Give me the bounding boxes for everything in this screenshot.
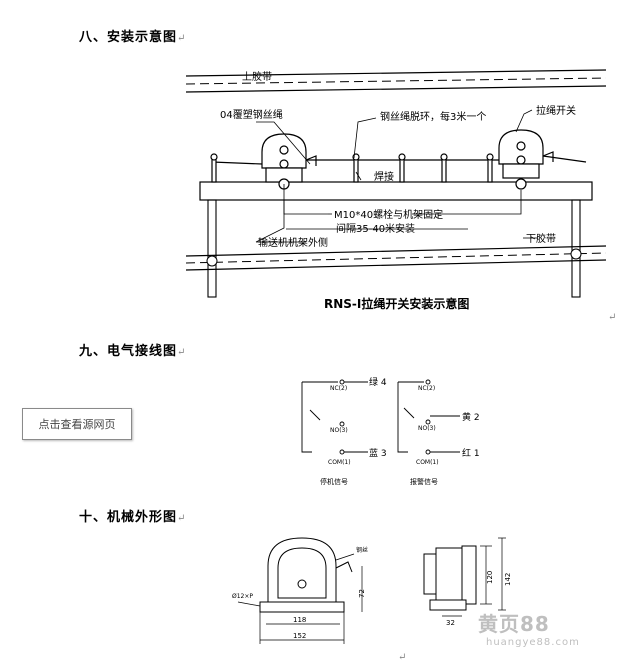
front-view-dimensions: [237, 553, 363, 644]
mechanical-outline-drawing: 钢丝 Ø12×P 72 118 152 120 142 32: [232, 537, 512, 644]
frame-legs: [207, 199, 581, 298]
pull-switch-left: [261, 133, 317, 190]
label-cable: 04覆塑钢丝绳: [220, 108, 283, 121]
leader-lines: [255, 109, 538, 243]
label-interval: 间隔35-40米安装: [336, 222, 415, 235]
alarm-signal-label: 报警信号: [410, 477, 438, 486]
label-bottom-belt: 下胶带: [526, 232, 556, 245]
blue-wire-label: 蓝 3: [369, 447, 387, 459]
dim-wire-label: 钢丝: [356, 546, 368, 554]
dim-142: 142: [504, 573, 512, 586]
alarm-nc-label: NC(2): [418, 385, 435, 392]
frame-beam: [199, 181, 593, 201]
paragraph-mark: ↵: [398, 652, 407, 663]
section-8-heading-text: 八、安装示意图: [79, 30, 178, 45]
dim-118: 118: [293, 616, 306, 624]
label-switch: 拉绳开关: [536, 104, 576, 117]
dim-152: 152: [293, 632, 306, 640]
view-source-page-button[interactable]: 点击查看源网页: [22, 408, 132, 440]
alarm-signal-circuit: [397, 379, 460, 455]
dim-32: 32: [446, 619, 455, 627]
red-wire-label: 红 1: [462, 447, 480, 459]
upper-belt: [186, 69, 606, 93]
watermark: 黄页88 huangye88.com: [478, 608, 580, 648]
stop-com-label: COM(1): [328, 459, 351, 466]
side-view: [423, 545, 477, 611]
installation-diagram: 上胶带: [186, 69, 606, 311]
yellow-wire-label: 黄 2: [462, 411, 480, 423]
paragraph-mark: ↵: [177, 33, 187, 44]
green-wire-label: 绿 4: [369, 376, 387, 388]
paragraph-mark: ↵: [608, 312, 617, 323]
label-top-belt: 上胶带: [242, 70, 272, 83]
pull-switch-right: [498, 129, 554, 190]
label-weld: 焊接: [374, 170, 394, 183]
section-9-heading: 九、电气接线图↵: [79, 340, 186, 359]
alarm-no-label: NO(3): [418, 425, 436, 432]
front-view: [259, 537, 353, 613]
watermark-main: 黄页88: [478, 612, 550, 636]
section-10-heading-text: 十、机械外形图: [79, 510, 178, 525]
paragraph-mark: ↵: [177, 513, 187, 524]
wiring-diagram: NC(2) NO(3) COM(1) 绿 4 蓝 3 停机信号 NC(2) NO…: [301, 376, 480, 486]
side-view-dimensions: [442, 537, 506, 617]
label-wire-ring: 钢丝绳脱环，每3米一个: [380, 110, 486, 123]
alarm-com-label: COM(1): [416, 459, 439, 466]
stop-signal-circuit: [301, 379, 368, 455]
wire-ring-posts: [210, 153, 494, 183]
section-9-heading-text: 九、电气接线图: [79, 344, 178, 359]
stop-no-label: NO(3): [330, 427, 348, 434]
stop-signal-label: 停机信号: [320, 477, 348, 486]
lower-belt: [186, 245, 606, 271]
dim-120: 120: [486, 571, 494, 584]
section-8-heading: 八、安装示意图↵: [79, 26, 186, 45]
section-10-heading: 十、机械外形图↵: [79, 506, 186, 525]
dim-hole-label: Ø12×P: [232, 593, 253, 600]
paragraph-mark: ↵: [177, 347, 187, 358]
dim-72: 72: [358, 589, 366, 598]
diagram-caption: RNS-I拉绳开关安装示意图: [324, 296, 469, 311]
watermark-sub: huangye88.com: [486, 637, 580, 648]
stop-nc-label: NC(2): [330, 385, 347, 392]
label-frame: 输送机机架外侧: [258, 236, 328, 249]
label-bolt: M10*40螺栓与机架固定: [334, 208, 443, 221]
